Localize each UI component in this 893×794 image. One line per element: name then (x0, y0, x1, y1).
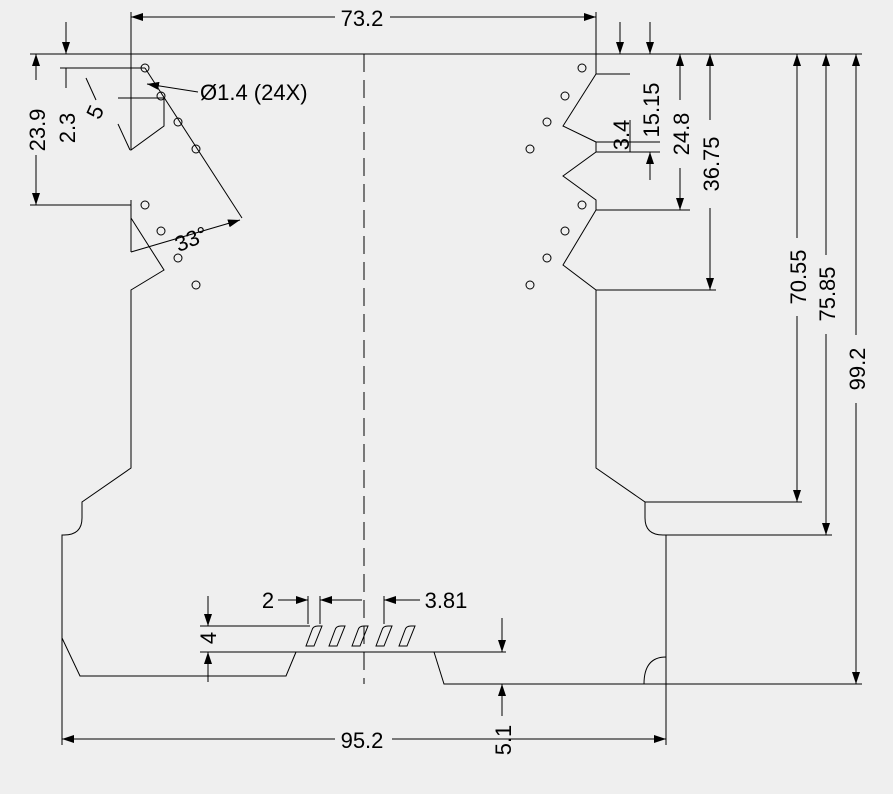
dim-right-e-label: 70.55 (786, 249, 811, 304)
dim-right-f-label: 75.85 (815, 266, 840, 321)
holes-left (140, 63, 201, 290)
slots (305, 625, 416, 647)
dim-total-height: 99.2 (644, 54, 870, 685)
dim-slot-width-label: 2 (262, 588, 274, 613)
dim-slot-pitch: 3.81 (383, 588, 468, 624)
dim-bottom-gap: 5.1 (491, 618, 516, 755)
dim-right-3675: 36.75 (596, 54, 724, 291)
dim-left-offset: 2.3 (55, 22, 145, 143)
dim-total-height-label: 99.2 (845, 348, 870, 391)
dim-bottom-width-label: 95.2 (341, 728, 384, 753)
dim-slot-height-label: 4 (196, 632, 221, 644)
dim-pitch-label: 5 (81, 101, 109, 122)
dim-angle-label: 33° (171, 221, 211, 257)
dim-right-b-label: 15.15 (639, 82, 664, 137)
dim-top-width: 73.2 (130, 6, 597, 54)
holes-right (525, 63, 587, 290)
dim-right-248: 24.8 (596, 54, 694, 211)
hole-callout-label: Ø1.4 (24X) (200, 80, 308, 105)
dim-right-d-label: 36.75 (699, 136, 724, 191)
dim-angle: 33° (130, 218, 241, 257)
dim-bottom-gap-label: 5.1 (491, 725, 516, 756)
dim-slot-width: 2 (262, 588, 362, 624)
dim-right-7055: 70.55 (645, 54, 811, 503)
dim-top-width-label: 73.2 (341, 6, 384, 31)
dim-right-c-label: 24.8 (669, 113, 694, 156)
dim-right-7585: 75.85 (666, 54, 840, 536)
dim-pitch: 5 (81, 77, 131, 151)
dim-bottom-width: 95.2 (61, 638, 667, 753)
dim-left-height-label: 23.9 (25, 109, 50, 152)
dim-right-a-label: 3.4 (609, 120, 634, 151)
dim-right-small: 3.4 15.15 (596, 22, 664, 180)
hole-callout: Ø1.4 (24X) (144, 67, 308, 219)
dim-left-height: 23.9 (25, 54, 131, 206)
dim-slot-height: 4 (196, 596, 310, 682)
dim-slot-pitch-label: 3.81 (425, 588, 468, 613)
dim-left-offset-label: 2.3 (55, 113, 80, 144)
